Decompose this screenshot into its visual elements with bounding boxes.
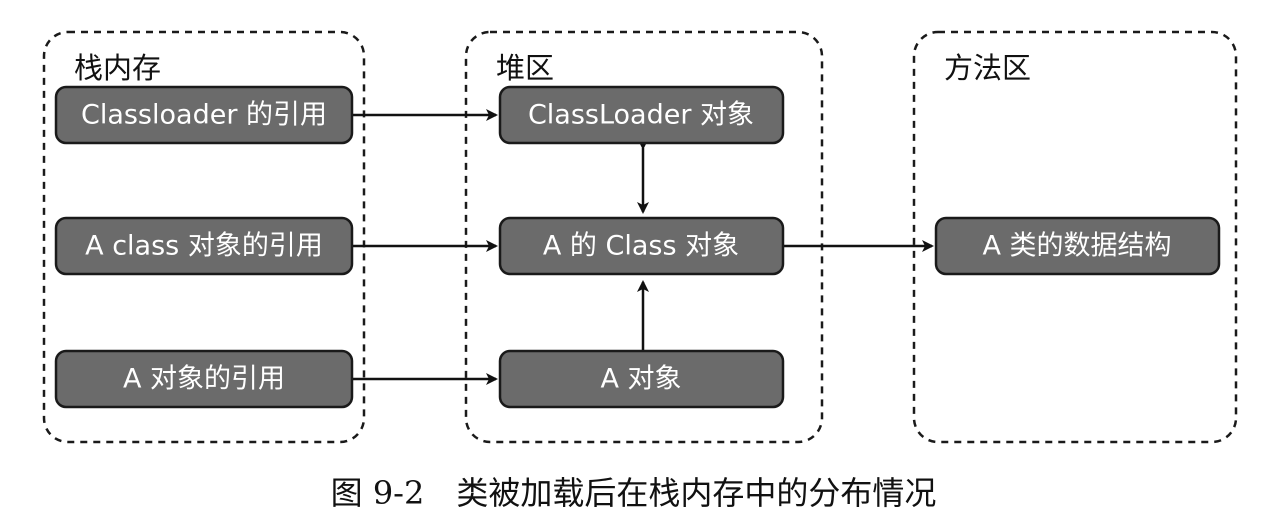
heap-region-title: 堆区 <box>496 51 554 85</box>
heap-region: 堆区 <box>464 30 824 444</box>
node-a-obj: A 对象 <box>498 349 785 409</box>
node-classloader-obj: ClassLoader 对象 <box>498 85 785 145</box>
node-a-data-structure-label: A 类的数据结构 <box>982 231 1171 262</box>
method-area-region: 方法区 <box>912 30 1238 444</box>
method-area-region-title: 方法区 <box>944 51 1031 85</box>
node-a-obj-ref-label: A 对象的引用 <box>123 364 285 395</box>
node-a-class-obj-label: A 的 Class 对象 <box>543 231 739 262</box>
node-a-obj-ref: A 对象的引用 <box>54 349 354 409</box>
node-class-obj-ref: A class 对象的引用 <box>54 216 354 276</box>
node-a-obj-label: A 对象 <box>600 364 681 395</box>
stack-region: 栈内存 <box>42 30 366 444</box>
figure-caption: 图 9-2 类被加载后在栈内存中的分布情况 <box>330 474 937 512</box>
node-a-data-structure: A 类的数据结构 <box>934 216 1221 276</box>
node-a-class-obj: A 的 Class 对象 <box>498 216 785 276</box>
node-class-obj-ref-label: A class 对象的引用 <box>85 231 323 262</box>
node-classloader-ref-label: Classloader 的引用 <box>81 100 327 131</box>
node-classloader-ref: Classloader 的引用 <box>54 85 354 145</box>
stack-region-title: 栈内存 <box>74 51 161 85</box>
node-classloader-obj-label: ClassLoader 对象 <box>528 100 754 131</box>
